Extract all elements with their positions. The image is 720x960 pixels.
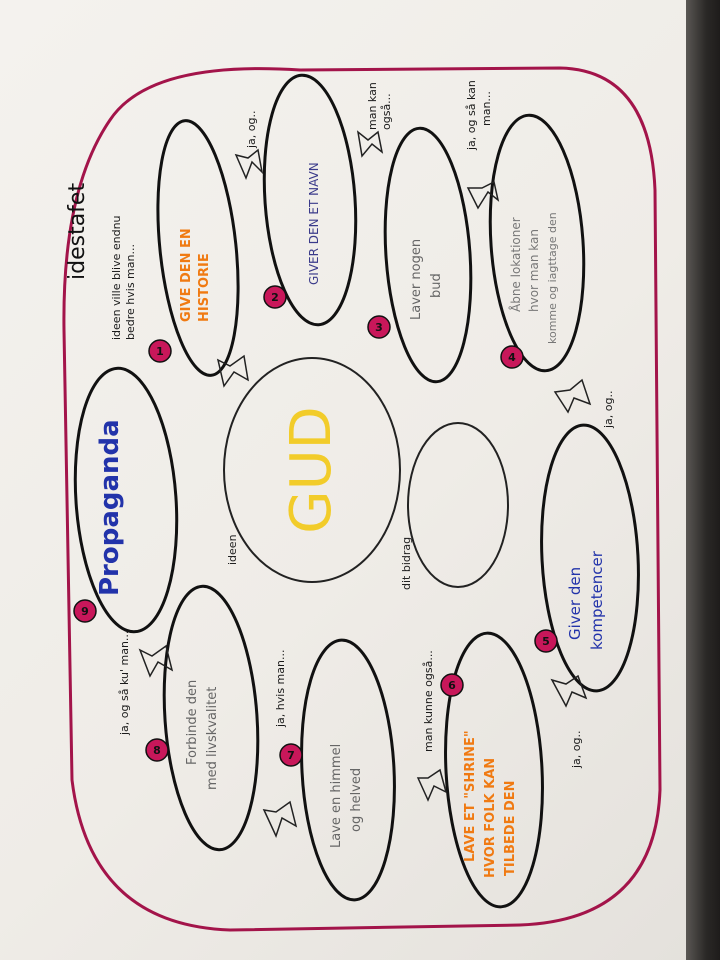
center-idea-ellipse	[223, 357, 401, 583]
badge-9: 9	[73, 599, 97, 623]
arrow-4-to-5	[553, 378, 592, 414]
svg-text:8: 8	[153, 744, 161, 757]
badge-6: 6	[440, 673, 464, 697]
idea-8-line-2: med livskvalitet	[205, 687, 220, 790]
badge-7: 7	[279, 743, 303, 767]
prompt-1b: bedre hvis man...	[124, 244, 137, 340]
outer-frame	[62, 66, 662, 932]
idea-6-line-2: HVOR FOLK KAN	[483, 758, 498, 878]
badge-4: 4	[500, 345, 524, 369]
idea-4-line-1: Åbne lokationer	[508, 217, 523, 312]
idea-7-line-1: Lave en himmel	[329, 744, 344, 848]
badge-2: 2	[263, 285, 287, 309]
idea-1-line-2: HISTORIE	[197, 253, 212, 322]
arrow-8-to-9	[138, 644, 174, 678]
idea-4-line-2: hvor man kan	[527, 229, 541, 312]
idea-bubble-7	[300, 638, 396, 902]
idea-1-line-1: GIVE DEN EN	[179, 228, 194, 322]
center-ring-label: ideen	[226, 534, 239, 565]
arrow-9-to-1	[216, 354, 249, 388]
idea-8-line-1: Forbinde den	[185, 680, 200, 765]
idea-6-line-1: LAVE ET "SHRINE"	[463, 730, 478, 862]
idea-5-line-2: kompetencer	[588, 550, 606, 650]
idea-4-line-3: komme og iagttage den	[546, 212, 559, 344]
prompt-1a: ideen ville blive endnu	[110, 215, 123, 340]
svg-text:3: 3	[375, 321, 383, 334]
badge-8: 8	[145, 738, 169, 762]
center-idea-label: GUD	[279, 406, 344, 534]
arrow-3-to-4	[466, 180, 500, 210]
idea-5-line-1: Giver den	[566, 567, 584, 640]
background-edge	[686, 0, 720, 960]
idea-bubble-2	[262, 73, 358, 327]
idea-bubble-5	[540, 423, 640, 693]
arrow-5-to-6	[550, 674, 588, 708]
svg-text:1: 1	[156, 345, 164, 358]
svg-text:2: 2	[271, 291, 279, 304]
badge-3: 3	[367, 315, 391, 339]
svg-text:6: 6	[448, 679, 456, 692]
idea-bubble-8	[162, 584, 260, 852]
idea-6-line-3: TILBEDE DEN	[503, 780, 518, 876]
contribution-label: dit bidrag	[400, 537, 413, 590]
svg-text:4: 4	[508, 351, 516, 364]
prompt-8: ja, hvis man...	[274, 650, 287, 728]
svg-text:9: 9	[81, 605, 89, 618]
arrow-2-to-3	[356, 130, 384, 158]
badge-5: 5	[534, 629, 558, 653]
idea-3-line-2: bud	[429, 273, 444, 298]
idea-2-line-1: GIVER DEN ET NAVN	[307, 162, 321, 285]
idea-bubble-9	[73, 366, 179, 634]
svg-text:5: 5	[542, 635, 550, 648]
prompt-4b: man...	[480, 91, 493, 126]
idea-bubble-4	[488, 113, 586, 373]
badge-1: 1	[148, 339, 172, 363]
prompt-4a: ja, og så kan	[465, 80, 478, 151]
prompt-3b: også...	[380, 93, 393, 130]
prompt-9: ja, og så ku' man...	[118, 631, 131, 736]
idea-7-line-2: og helved	[349, 768, 364, 832]
worksheet-title: idestafet	[65, 183, 90, 280]
idea-bubble-1	[156, 119, 240, 377]
svg-text:7: 7	[287, 749, 295, 762]
arrow-1-to-2	[234, 148, 264, 180]
arrow-6-to-7	[416, 768, 448, 802]
prompt-3a: man kan	[366, 82, 379, 130]
idea-bubble-3	[383, 126, 473, 384]
arrow-7-to-8	[262, 800, 298, 839]
idea-3-line-1: Laver nogen	[409, 239, 424, 320]
idea-9-line-1: Propaganda	[95, 419, 125, 596]
contribution-ellipse	[407, 422, 509, 588]
prompt-6: ja, og..	[570, 731, 583, 770]
idea-bubble-6	[444, 631, 544, 909]
prompt-5: ja, og..	[602, 391, 615, 430]
prompt-2: ja, og..	[245, 111, 258, 150]
prompt-7: man kunne også...	[422, 650, 435, 752]
